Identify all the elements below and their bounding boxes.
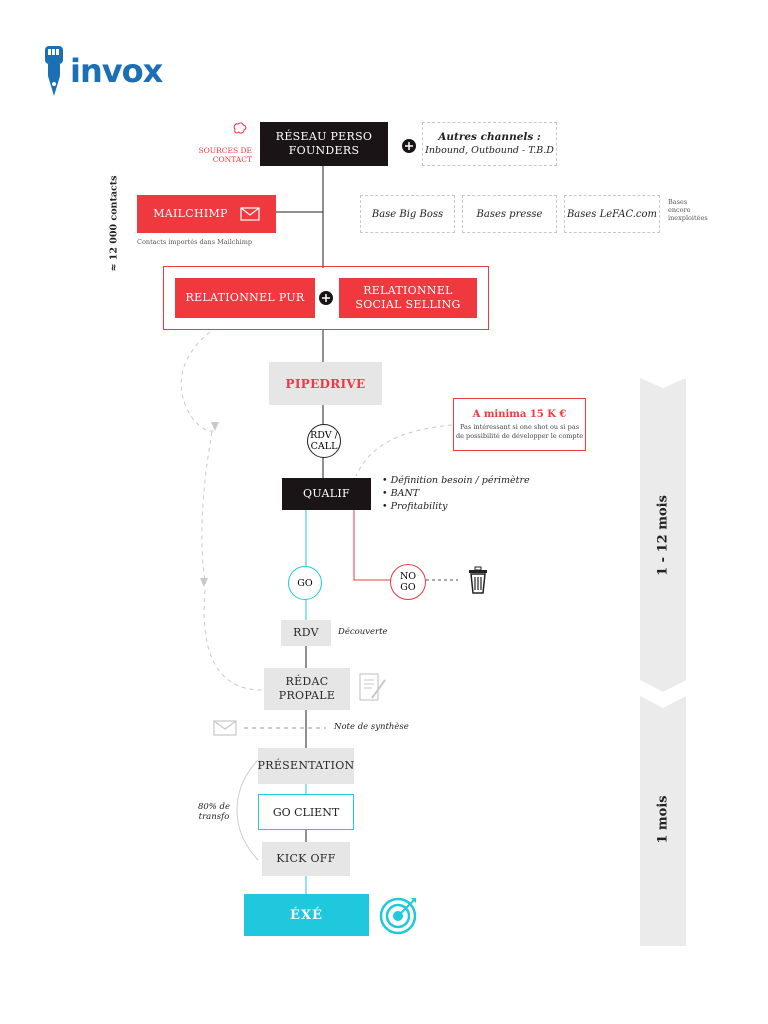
mailchimp-label: MAILCHIMP <box>153 207 228 220</box>
minima-box: A minima 15 K € Pas intéressant si one s… <box>453 398 586 451</box>
envelope-icon <box>240 207 260 221</box>
bases-note: Bases encore inexploitées <box>668 198 708 222</box>
redac-propale-node: RÉDAC PROPALE <box>264 668 350 710</box>
note-synthese-label: Note de synthèse <box>334 722 409 732</box>
base-lefac-box: Bases LeFAC.com <box>564 195 660 233</box>
qualif-criteria: • Définition besoin / périmètre • BANT •… <box>382 474 530 513</box>
criteria-item: • BANT <box>382 488 420 499</box>
target-icon <box>379 897 417 935</box>
mailchimp-node: MAILCHIMP <box>137 195 276 233</box>
criteria-item: • Définition besoin / périmètre <box>382 475 530 486</box>
minima-sub: Pas intéressant si one shot ou si pas de… <box>455 423 584 440</box>
qualif-node: QUALIF <box>282 478 371 510</box>
timeline-bar <box>640 378 686 946</box>
trash-icon <box>469 566 487 594</box>
autres-title: Autres channels : <box>438 131 541 143</box>
timeline-phase1-label: 1 - 12 mois <box>655 495 671 576</box>
pipedrive-node: PIPEDRIVE <box>269 362 382 405</box>
rdv-call-node: RDV / CALL <box>307 424 341 458</box>
relationnel-group <box>163 266 489 330</box>
go-node: GO <box>288 566 322 600</box>
decouverte-label: Découverte <box>338 627 388 637</box>
exe-node: ÉXÉ <box>244 894 369 936</box>
document-pen-icon <box>359 673 386 701</box>
relationnel-social-node: RELATIONNEL SOCIAL SELLING <box>339 278 477 318</box>
rdv-node: RDV <box>281 620 331 646</box>
no-go-node: NO GO <box>390 564 426 600</box>
sources-label: SOURCES DE CONTACT <box>198 146 252 164</box>
kick-off-node: KICK OFF <box>262 842 350 876</box>
brain-icon <box>233 122 247 134</box>
presentation-node: PRÉSENTATION <box>258 748 354 784</box>
reseau-perso-node: RÉSEAU PERSO FOUNDERS <box>260 122 388 166</box>
envelope-icon <box>213 720 237 736</box>
go-client-node: GO CLIENT <box>258 794 354 830</box>
fist-pen-logo-icon <box>45 46 63 96</box>
logo-text: invox <box>70 52 163 90</box>
transfo-label: 80% de transfo <box>197 802 231 822</box>
autres-sub: Inbound, Outbound - T.B.D <box>425 145 554 156</box>
base-presse-box: Bases presse <box>462 195 557 233</box>
base-bigboss-box: Base Big Boss <box>360 195 455 233</box>
autres-channels-box: Autres channels : Inbound, Outbound - T.… <box>422 122 557 166</box>
contacts-count-label: ≈ 12 000 contacts <box>108 175 120 272</box>
mailchimp-note: Contacts importés dans Mailchimp <box>137 238 253 246</box>
relationnel-pur-node: RELATIONNEL PUR <box>175 278 315 318</box>
criteria-item: • Profitability <box>382 501 448 512</box>
minima-title: A minima 15 K € <box>472 409 567 420</box>
timeline-phase2-label: 1 mois <box>655 795 671 844</box>
